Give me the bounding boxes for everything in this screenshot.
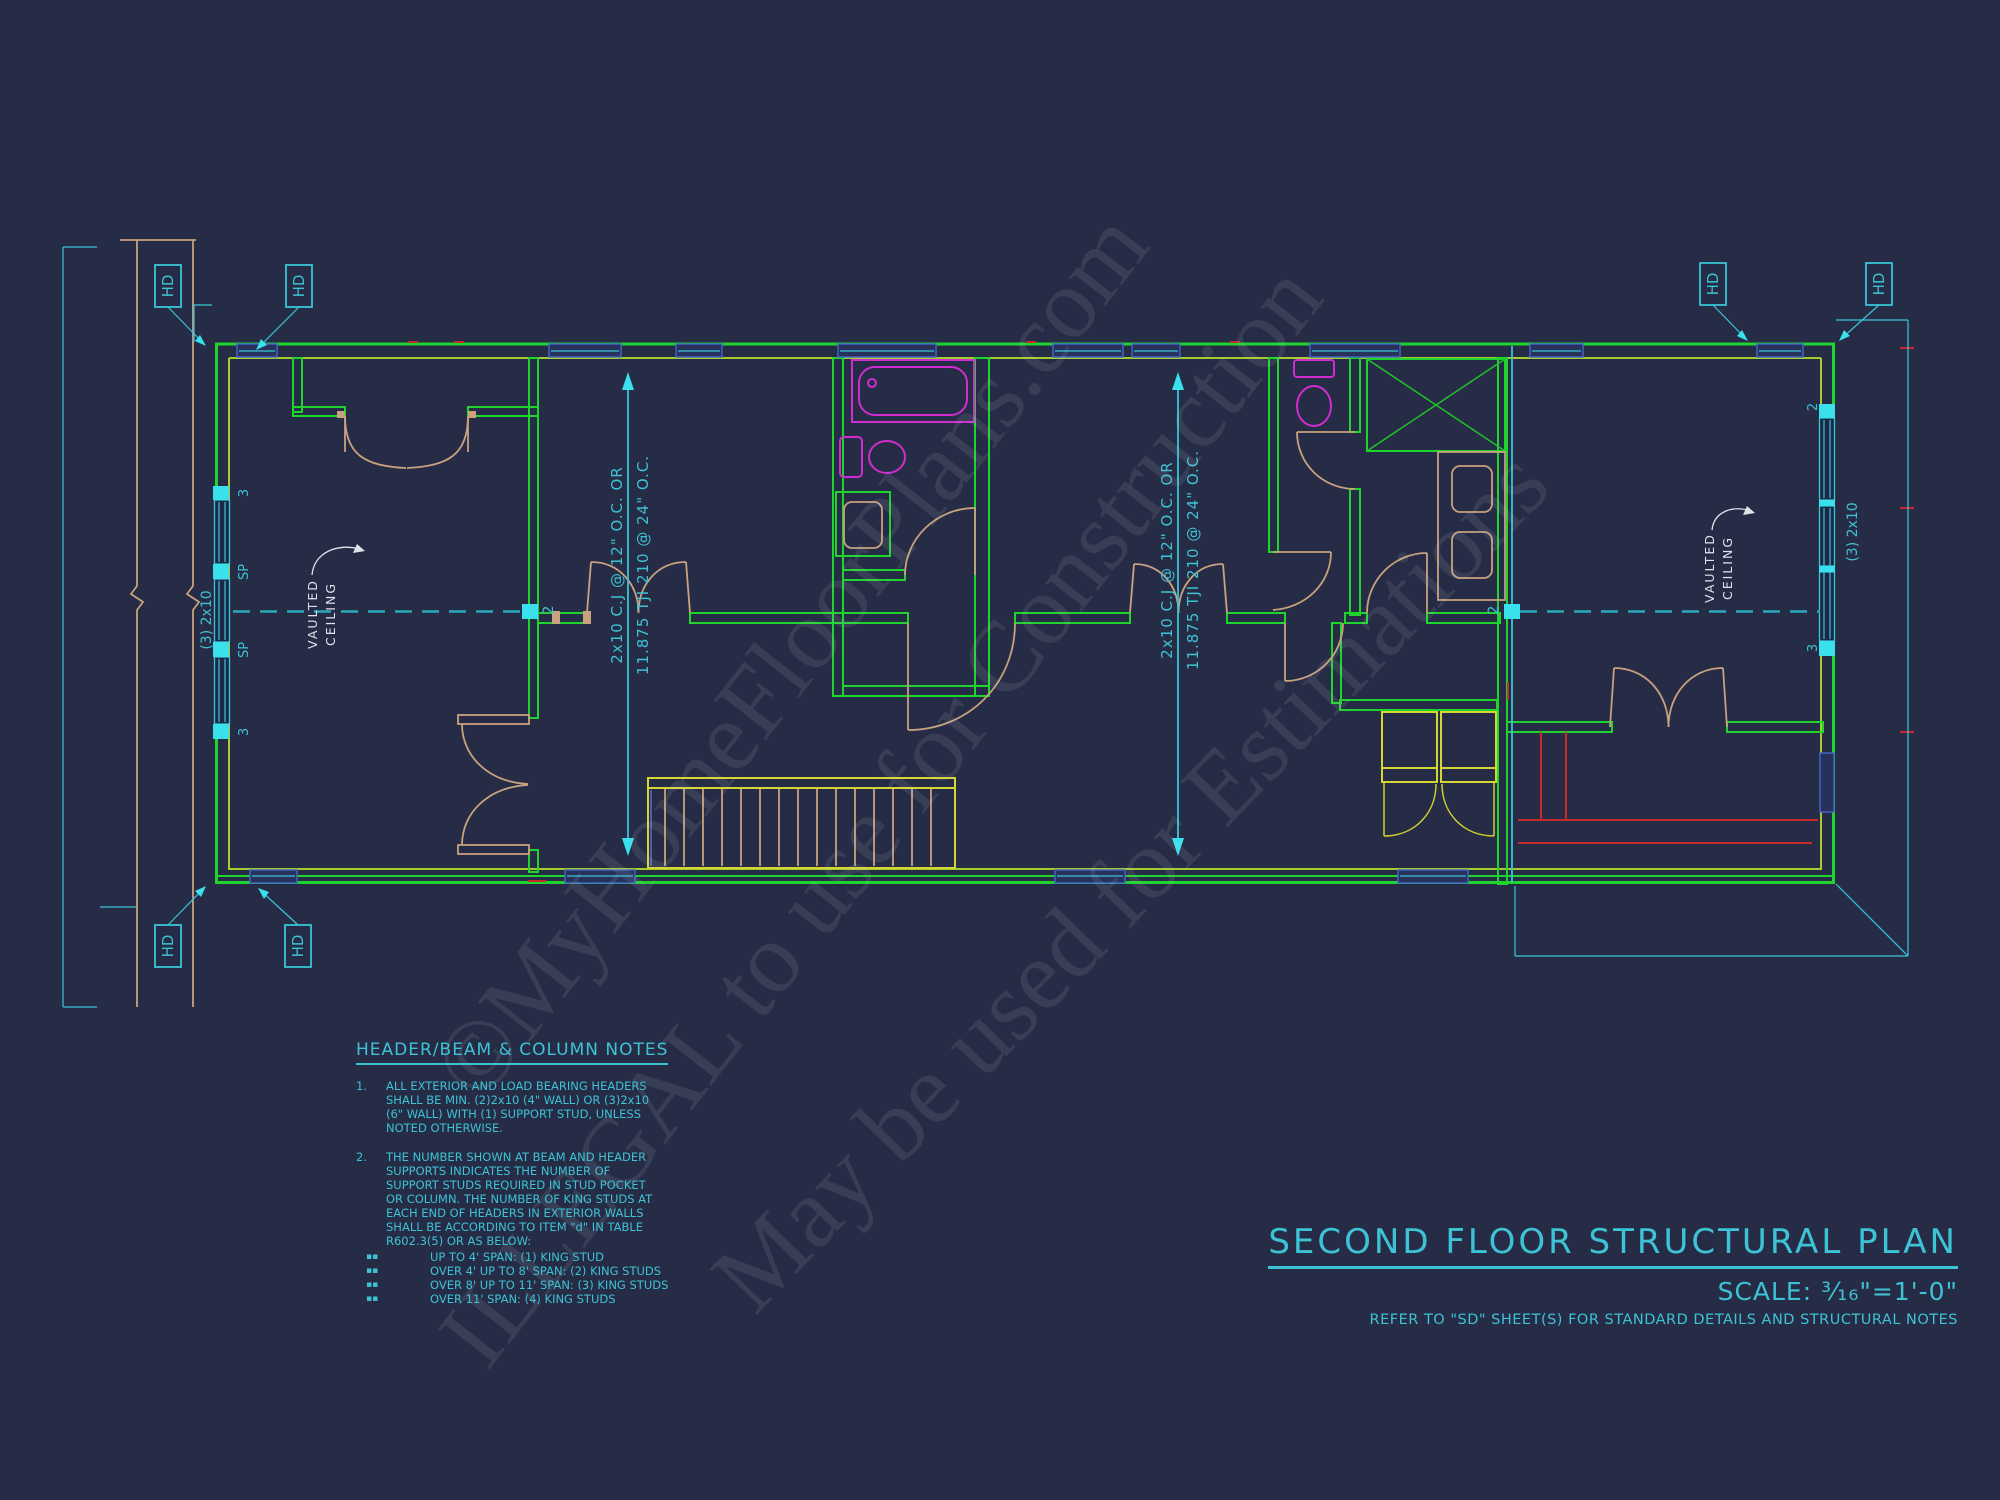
bullet-icon: ▪▪ <box>366 1280 379 1290</box>
hd-label: HD <box>1704 273 1722 296</box>
note-line: SHALL BE ACCORDING TO ITEM "d" IN TABLE <box>386 1220 644 1234</box>
vanity-sink-1 <box>835 491 891 557</box>
lumber-label: (3) 2x10 <box>1845 502 1861 561</box>
vaulted-text: CEILING <box>323 582 338 646</box>
hd-label: HD <box>289 935 307 958</box>
hd-label: HD <box>1870 273 1888 296</box>
vaulted-text: VAULTED <box>1702 533 1717 603</box>
header-beam-column-notes: HEADER/BEAM & COLUMN NOTES 1. ALL EXTERI… <box>356 1040 686 1306</box>
note-line: ALL EXTERIOR AND LOAD BEARING HEADERS <box>386 1079 647 1093</box>
joist-callout-2: 2x10 C.J @ 12" O.C. OR 11.875 TJI 210 @ … <box>1158 372 1202 856</box>
vaulted-text: VAULTED <box>305 579 320 649</box>
king-stud-rule: UP TO 4' SPAN: (1) KING STUD <box>430 1250 605 1264</box>
deck-outline <box>1514 319 1909 957</box>
joist-note-line2: 11.875 TJI 210 @ 24" O.C. <box>1184 450 1202 670</box>
sheet-title: SECOND FLOOR STRUCTURAL PLAN <box>1268 1222 1958 1269</box>
window-label: 3 <box>237 728 252 736</box>
bullet-icon: ▪▪ <box>366 1252 379 1262</box>
notes-heading: HEADER/BEAM & COLUMN NOTES <box>356 1040 669 1065</box>
beam-lines <box>408 341 1914 882</box>
note-line: SUPPORT STUDS REQUIRED IN STUD POCKET <box>386 1178 646 1192</box>
window-label: 3 <box>1806 644 1821 652</box>
interior-walls <box>292 357 1824 885</box>
dimension-lines <box>62 239 212 1008</box>
lumber-label: (3) 2x10 <box>199 590 215 649</box>
note-line: R602.3(5) OR AS BELOW: <box>386 1234 532 1248</box>
vaulted-label-right: VAULTED CEILING <box>1702 506 1755 603</box>
sheet-reference-note: REFER TO "SD" SHEET(S) FOR STANDARD DETA… <box>1369 1312 1958 1328</box>
shower <box>1366 358 1506 452</box>
vanity-sink-2 <box>1437 451 1506 601</box>
support-stud-label: 2 <box>541 606 557 615</box>
toilet-2 <box>1293 359 1335 427</box>
king-stud-rule: OVER 11' SPAN: (4) KING STUDS <box>430 1292 616 1306</box>
vaulted-ceiling-lines <box>233 604 1820 619</box>
bottom-wall-windows <box>249 869 1469 884</box>
note-line: OR COLUMN. THE NUMBER OF KING STUDS AT <box>386 1192 653 1206</box>
note-number: 1. <box>356 1079 367 1093</box>
note-line: SHALL BE MIN. (2)2x10 (4" WALL) OR (3)2x… <box>386 1093 650 1107</box>
note-line: THE NUMBER SHOWN AT BEAM AND HEADER <box>386 1150 647 1164</box>
window-label: SP <box>237 564 252 580</box>
hd-marker: HD <box>154 886 206 968</box>
doors <box>337 411 1728 855</box>
note-line: (6" WALL) WITH (1) SUPPORT STUD, UNLESS <box>386 1107 642 1121</box>
title-block: SECOND FLOOR STRUCTURAL PLAN SCALE: ³⁄₁₆… <box>1268 1222 1958 1328</box>
window-label: 3 <box>237 489 252 497</box>
note-line: SUPPORTS INDICATES THE NUMBER OF <box>386 1164 611 1178</box>
note-number: 2. <box>356 1150 367 1164</box>
hd-label: HD <box>290 275 308 298</box>
window-label: 2 <box>1806 403 1821 411</box>
bathtub <box>851 359 975 423</box>
hd-label: HD <box>159 275 177 298</box>
joist-note-line2: 11.875 TJI 210 @ 24" O.C. <box>634 455 652 675</box>
bullet-icon: ▪▪ <box>366 1294 379 1304</box>
toilet-1 <box>839 436 906 478</box>
right-wall-windows <box>1818 404 1836 813</box>
hd-marker: HD <box>258 888 312 968</box>
support-stud-label: 2 <box>1486 606 1502 615</box>
hd-markers: HD HD HD HD <box>154 262 1893 968</box>
top-wall-windows <box>236 343 1804 358</box>
sheet-scale: SCALE: ³⁄₁₆"=1'-0" <box>1717 1277 1958 1306</box>
hd-label: HD <box>159 935 177 958</box>
note-line: EACH END OF HEADERS IN EXTERIOR WALLS <box>386 1206 644 1220</box>
note-1-text: ALL EXTERIOR AND LOAD BEARING HEADERS SH… <box>386 1079 649 1135</box>
hd-marker: HD <box>256 264 313 350</box>
vaulted-text: CEILING <box>1720 536 1735 600</box>
king-stud-rule: OVER 4' UP TO 8' SPAN: (2) KING STUDS <box>430 1264 662 1278</box>
bullet-icon: ▪▪ <box>366 1266 379 1276</box>
left-wall-windows <box>213 486 231 739</box>
vaulted-label-left: VAULTED CEILING <box>305 544 365 649</box>
hd-marker: HD <box>1699 262 1748 341</box>
note-2-text: THE NUMBER SHOWN AT BEAM AND HEADER SUPP… <box>386 1150 652 1248</box>
window-label: SP <box>237 642 252 658</box>
joist-callout-1: 2x10 C.J @ 12" O.C. OR 11.875 TJI 210 @ … <box>608 372 652 856</box>
hd-marker: HD <box>1839 262 1893 341</box>
window-labels: 3 SP SP 3 2 3 2 2 (3) 2x10 (3) 2x10 <box>199 403 1861 736</box>
joist-note-line1: 2x10 C.J @ 12" O.C. OR <box>608 466 626 663</box>
hd-marker: HD <box>154 264 206 346</box>
washer-dryer <box>1381 711 1497 837</box>
king-stud-rule: OVER 8' UP TO 11' SPAN: (3) KING STUDS <box>430 1278 669 1292</box>
joist-note-line1: 2x10 C.J @ 12" O.C. OR <box>1158 461 1176 658</box>
stairs <box>647 777 956 869</box>
note-line: NOTED OTHERWISE. <box>386 1121 503 1135</box>
